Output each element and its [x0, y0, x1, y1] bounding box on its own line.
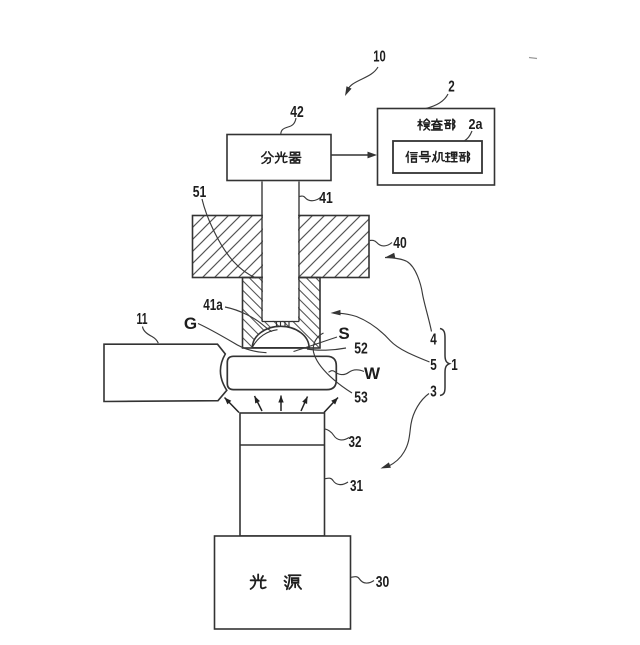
svg-text:10: 10	[373, 48, 386, 65]
svg-text:51: 51	[193, 184, 207, 201]
svg-text:5: 5	[430, 357, 437, 374]
svg-text:41: 41	[319, 190, 333, 207]
svg-text:52: 52	[354, 340, 368, 357]
svg-text:2a: 2a	[469, 116, 484, 133]
svg-text:42: 42	[290, 104, 304, 121]
svg-text:32: 32	[349, 434, 362, 451]
svg-text:40: 40	[393, 235, 407, 252]
svg-text:4: 4	[430, 331, 437, 348]
svg-text:S: S	[338, 324, 349, 343]
svg-text:3: 3	[430, 383, 437, 400]
svg-text:41a: 41a	[203, 297, 223, 314]
svg-text:11: 11	[137, 311, 148, 328]
svg-text:31: 31	[350, 478, 363, 495]
svg-text:53: 53	[354, 389, 368, 406]
svg-text:G: G	[184, 314, 197, 333]
svg-text:2: 2	[448, 78, 455, 95]
svg-text:W: W	[364, 364, 381, 383]
svg-text:30: 30	[376, 574, 390, 591]
svg-text:1: 1	[451, 357, 458, 374]
